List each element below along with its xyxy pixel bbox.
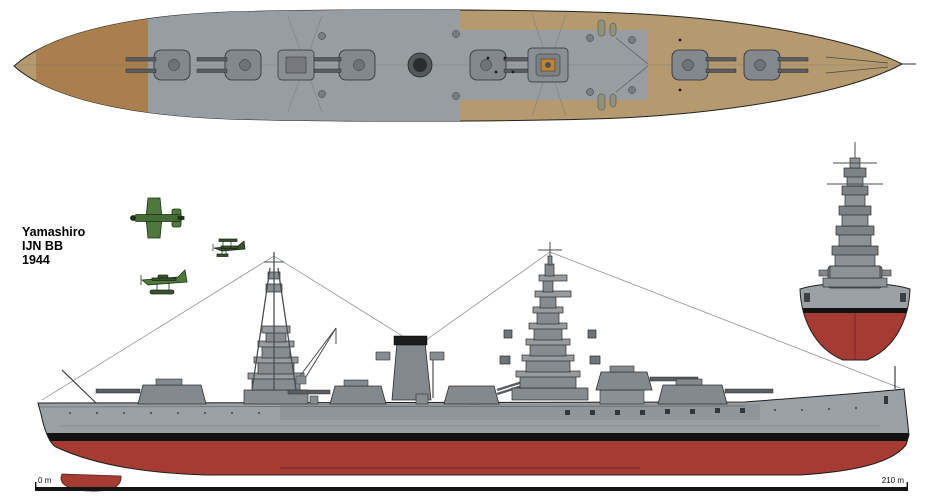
scale-tick-start: [35, 482, 37, 491]
plan-deck-fittings: [486, 38, 682, 92]
top-view: [13, 9, 916, 122]
side-hull-outline: [37, 388, 910, 476]
plan-pagoda: [527, 47, 569, 83]
pagoda-mast: [499, 255, 601, 401]
ship-name-label: Yamashiro: [22, 225, 86, 239]
deck-edge-line: [37, 405, 746, 408]
plan-anchor-chains: [825, 56, 889, 74]
bow-pagoda: [822, 157, 888, 288]
bow-anchor: [884, 396, 888, 404]
plan-funnel: [407, 52, 433, 78]
aft-tripod-mast: [251, 252, 297, 391]
plan-breakwater: [615, 37, 649, 93]
turret-no6: [95, 378, 207, 405]
funnel: [391, 335, 434, 401]
porthole-row: [69, 407, 857, 414]
plan-boats: [597, 19, 617, 111]
plan-gun-mounts: [318, 30, 636, 100]
scale-end-label: 210 m: [882, 476, 905, 485]
aircraft-floatplane-icon: [140, 269, 188, 295]
bow-anchor-left: [804, 293, 810, 302]
scale-start-label: 0 m: [38, 476, 52, 485]
scale-bar-line: [35, 487, 908, 491]
bow-view: [799, 142, 911, 361]
ship-year-label: 1944: [22, 253, 50, 267]
scale-tick-end: [906, 482, 908, 491]
bow-boot-stripe: [800, 308, 910, 313]
casemate-guns: [565, 408, 745, 415]
turret-no4: [287, 379, 387, 405]
bow-anchor-right: [900, 293, 906, 302]
side-boot-stripe: [38, 433, 909, 441]
foremast: [538, 242, 562, 256]
aircraft-monoplane-icon: [130, 197, 185, 239]
plan-aft-tower: [277, 49, 315, 81]
aircraft-group: [130, 197, 246, 295]
title-block: Yamashiro IJN BB 1944: [22, 225, 86, 267]
side-rigging: [41, 251, 901, 401]
boat-crane: [295, 327, 337, 385]
side-hull-underwater: [38, 441, 909, 475]
turret-no2: [595, 365, 699, 405]
bow-mast-yards: [827, 142, 883, 185]
turret-no1: [657, 378, 774, 405]
ship-type-label: IJN BB: [22, 239, 63, 253]
side-view: [37, 242, 910, 492]
side-casemate-band: [280, 404, 760, 420]
stern-rudder: [60, 473, 122, 492]
aircraft-biplane-icon: [212, 238, 246, 257]
scale-bar: 0 m 210 m: [35, 476, 908, 491]
stern-flagstaff: [61, 369, 97, 404]
